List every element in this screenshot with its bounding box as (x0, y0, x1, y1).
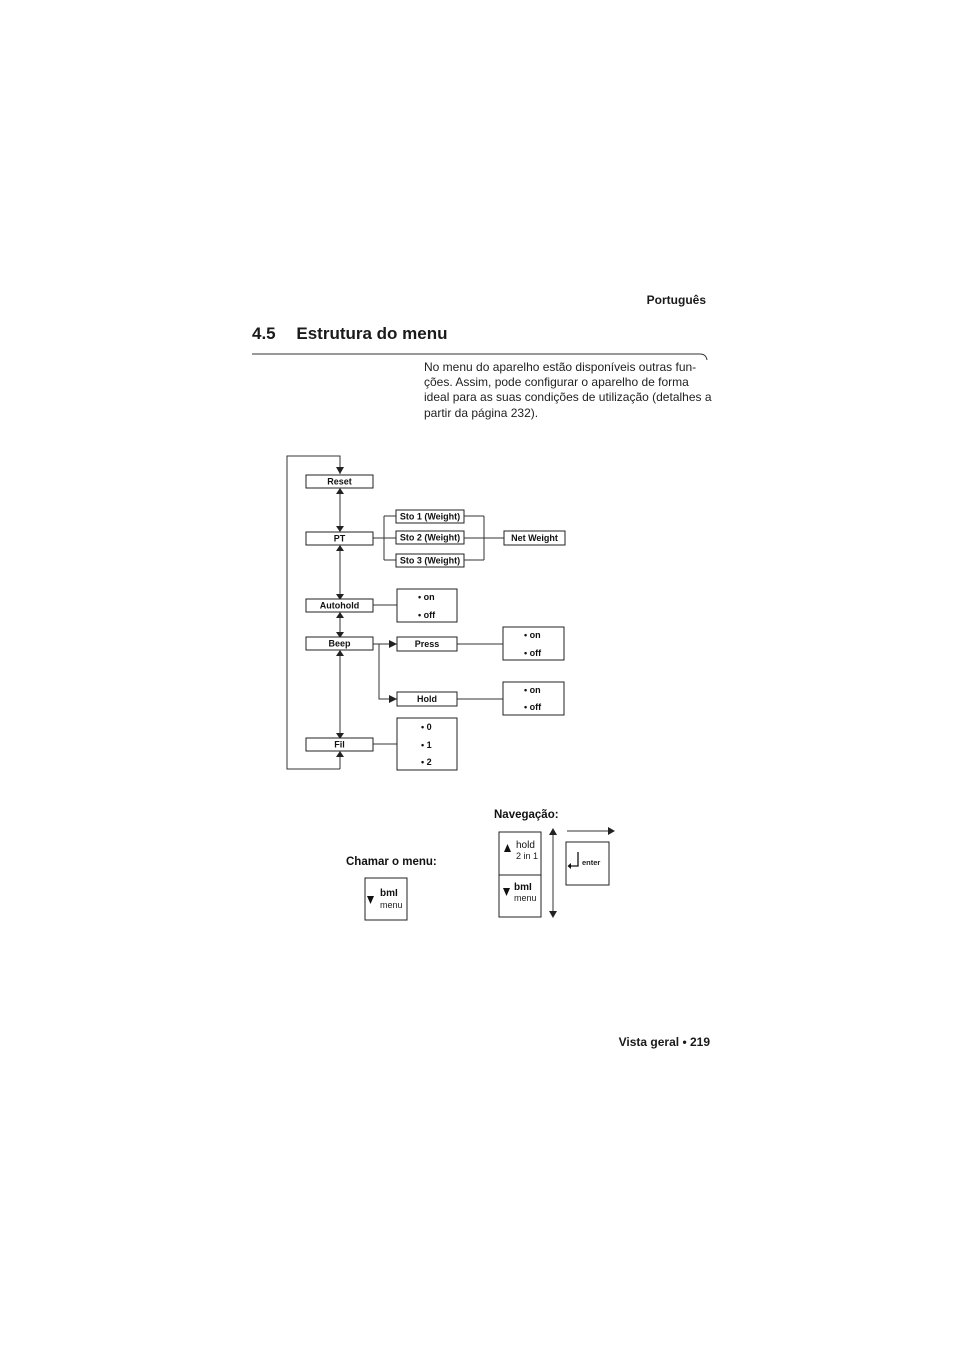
page-footer: Vista geral • 219 (618, 1035, 710, 1049)
pt-option-3: Sto 3 (Weight) (400, 556, 460, 566)
section-number: 4.5 (252, 324, 276, 343)
connector (378, 644, 397, 700)
arrowhead (549, 828, 557, 835)
arrowhead (336, 545, 344, 551)
heading-rule (252, 353, 708, 361)
hold-option-on: • on (524, 685, 541, 695)
fil-option-1: • 1 (421, 740, 432, 750)
net-weight-box (503, 530, 566, 546)
arrowhead (336, 612, 344, 618)
navigation-label: Navegação: (494, 809, 559, 821)
press-options-box (502, 626, 565, 661)
fil-option-2: • 2 (421, 757, 432, 767)
pt-option-2: Sto 2 (Weight) (400, 533, 460, 543)
autohold-option-off: • off (418, 610, 436, 620)
nav-key-bmi-label: bmI (514, 882, 532, 893)
arrowhead (336, 632, 344, 638)
arrowhead (336, 488, 344, 494)
menu-item-fil: Fil (334, 740, 345, 750)
beep-hold: Hold (417, 694, 437, 704)
press-option-off: • off (524, 648, 542, 658)
menu-item-autohold: Autohold (320, 601, 360, 611)
section-heading: 4.5 Estrutura do menu (252, 324, 448, 344)
intro-paragraph: No menu do aparelho estão disponíveis ou… (424, 360, 712, 420)
arrowhead (567, 863, 571, 869)
net-weight: Net Weight (511, 533, 558, 543)
enter-icon (571, 852, 579, 867)
navigation-area: Navegação: Chamar o menu: bmI menu hold … (346, 809, 615, 921)
key-enter-label: enter (582, 858, 600, 867)
beep-press: Press (415, 639, 440, 649)
pt-option-1: Sto 1 (Weight) (400, 512, 460, 522)
autohold-option-on: • on (418, 592, 435, 602)
menu-item-reset: Reset (327, 477, 352, 487)
language-label: Português (646, 293, 706, 307)
arrowhead (336, 526, 344, 532)
triangle-down-icon (367, 896, 374, 904)
triangle-down-icon (503, 888, 510, 896)
fil-options-box (396, 717, 458, 771)
nav-menu-key-button[interactable]: bmI menu (498, 874, 542, 918)
section-title: Estrutura do menu (296, 324, 448, 343)
hold-key-button[interactable]: hold 2 in 1 (498, 831, 542, 876)
key-bmi-label: bmI (380, 888, 398, 899)
menu-item-beep: Beep (328, 639, 351, 649)
menu-key-button[interactable]: bmI menu (364, 877, 408, 921)
autohold-options-box (396, 588, 458, 623)
enter-key-button[interactable]: enter (565, 841, 610, 886)
press-option-on: • on (524, 630, 541, 640)
menu-structure-diagram: Reset PT Autohold Beep Fil Sto 1 (Weight… (286, 455, 566, 771)
arrowhead (336, 594, 344, 600)
arrowhead (336, 751, 344, 757)
nav-key-menu-label: menu (514, 893, 537, 903)
arrowhead (608, 827, 615, 835)
arrowhead (336, 733, 344, 739)
arrowhead (389, 640, 397, 648)
hold-option-off: • off (524, 702, 542, 712)
arrowhead (549, 911, 557, 918)
key-2in1-label: 2 in 1 (516, 851, 538, 861)
arrowhead (389, 695, 397, 703)
key-hold-label: hold (516, 840, 535, 851)
triangle-up-icon (504, 844, 511, 852)
fil-option-0: • 0 (421, 722, 432, 732)
menu-item-pt: PT (334, 534, 346, 544)
call-menu-label: Chamar o menu: (346, 856, 437, 868)
key-menu-label: menu (380, 900, 403, 910)
hold-options-box (502, 681, 565, 716)
loop-back-line (286, 455, 341, 770)
arrowhead (336, 650, 344, 656)
menu-item-reset-box (305, 474, 374, 489)
arrowhead (336, 467, 344, 474)
